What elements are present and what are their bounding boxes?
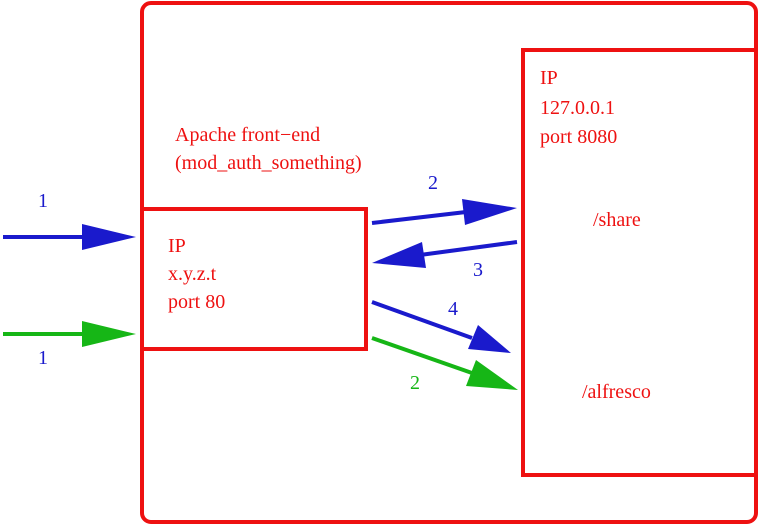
- tomcat-box: [521, 48, 758, 477]
- incoming-blue-arrow: [3, 224, 136, 250]
- label-from-share: 3: [473, 259, 483, 281]
- arrow-apache-to-alfresco-blue: [371, 300, 511, 353]
- label-to-alfresco-blue: 4: [448, 298, 458, 320]
- apache-ip-label: IP: [168, 235, 186, 257]
- apache-title-line1: Apache front−end: [175, 124, 321, 146]
- apache-title-line2: (mod_auth_something): [175, 152, 362, 174]
- label-to-share: 2: [428, 172, 438, 194]
- arrow-apache-to-share: [371, 199, 517, 225]
- label-incoming-green: 1: [38, 347, 48, 369]
- apache-box: [140, 207, 368, 351]
- tomcat-ip-value: 127.0.0.1: [540, 97, 615, 119]
- apache-port: port 80: [168, 291, 226, 313]
- arrow-apache-to-alfresco-green: [371, 336, 518, 390]
- tomcat-port: port 8080: [540, 126, 618, 148]
- apache-ip-value: x.y.z.t: [168, 263, 217, 285]
- arrow-share-to-apache: [372, 240, 518, 268]
- share-webapp: /share: [593, 209, 641, 231]
- host-box: [140, 1, 758, 524]
- label-to-alfresco-green: 2: [410, 372, 420, 394]
- alfresco-webapp: /alfresco: [582, 381, 651, 403]
- incoming-green-arrow: [3, 321, 136, 347]
- label-incoming-blue: 1: [38, 190, 48, 212]
- tomcat-ip-label: IP: [540, 67, 558, 89]
